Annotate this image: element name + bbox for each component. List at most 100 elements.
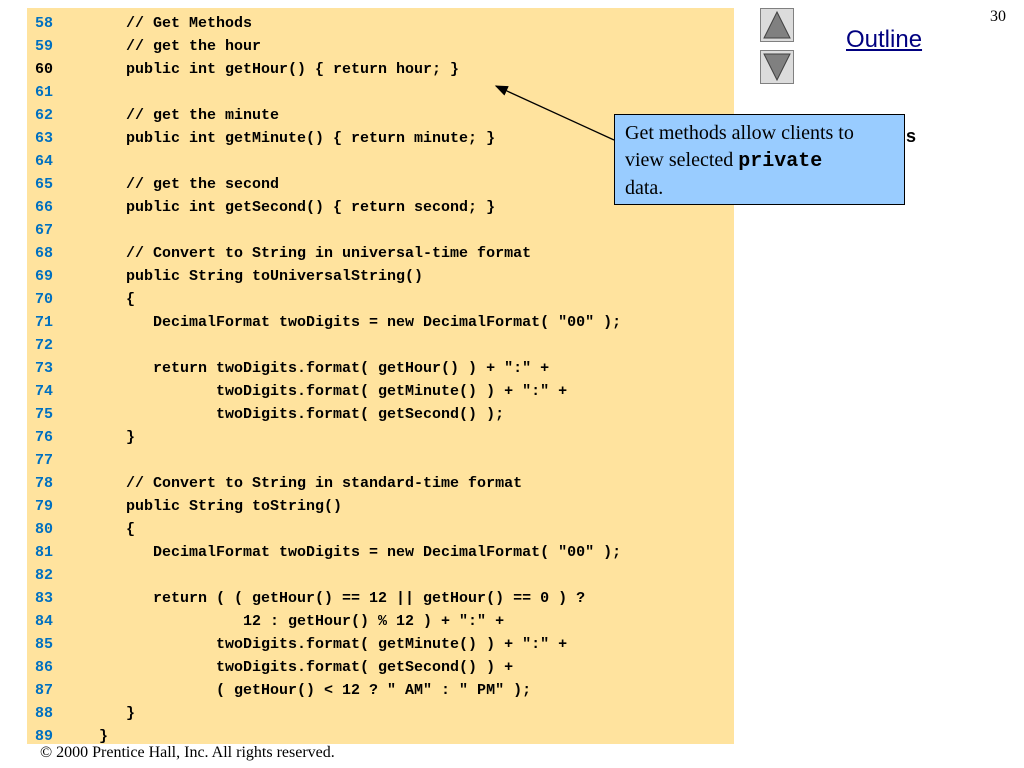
callout-keyword: private <box>738 150 823 173</box>
code-line: 61 <box>27 81 734 104</box>
code-line: 79 public String toString() <box>27 495 734 518</box>
code-text: // get the minute <box>99 107 280 124</box>
code-line: 69 public String toUniversalString() <box>27 265 734 288</box>
code-text: 12 : getHour() % 12 ) + ":" + <box>99 613 505 630</box>
code-line: 70 { <box>27 288 734 311</box>
line-number: 80 <box>35 521 54 538</box>
line-number: 85 <box>35 636 54 653</box>
line-number: 79 <box>35 498 54 515</box>
line-number: 59 <box>35 38 54 55</box>
code-line: 58 // Get Methods <box>27 12 734 35</box>
code-text: twoDigits.format( getSecond() ) + <box>99 659 514 676</box>
line-number: 72 <box>35 337 54 354</box>
code-line: 62 // get the minute <box>27 104 734 127</box>
line-number: 69 <box>35 268 54 285</box>
code-line: 76 } <box>27 426 734 449</box>
copyright-notice: © 2000 Prentice Hall, Inc. All rights re… <box>40 744 335 761</box>
code-line: 80 { <box>27 518 734 541</box>
next-slide-button[interactable] <box>760 50 794 84</box>
code-text: twoDigits.format( getMinute() ) + ":" + <box>99 383 568 400</box>
line-number: 86 <box>35 659 54 676</box>
code-text: ( getHour() < 12 ? " AM" : " PM" ); <box>99 682 532 699</box>
code-text: public int getHour() { return hour; } <box>99 61 460 78</box>
code-text: twoDigits.format( getSecond() ); <box>99 406 505 423</box>
code-line: 60 public int getHour() { return hour; } <box>27 58 734 81</box>
code-text: { <box>99 291 136 308</box>
line-number: 64 <box>35 153 54 170</box>
code-text: // Convert to String in universal-time f… <box>99 245 532 262</box>
code-line: 71 DecimalFormat twoDigits = new Decimal… <box>27 311 734 334</box>
code-line: 67 <box>27 219 734 242</box>
code-line: 82 <box>27 564 734 587</box>
code-line: 78 // Convert to String in standard-time… <box>27 472 734 495</box>
callout-text: Get methods allow clients to view select… <box>625 122 854 171</box>
line-number: 77 <box>35 452 54 469</box>
outline-link[interactable]: Outline <box>846 26 923 53</box>
code-text: public int getSecond() { return second; … <box>99 199 496 216</box>
code-text: } <box>99 728 109 745</box>
code-text: DecimalFormat twoDigits = new DecimalFor… <box>99 314 622 331</box>
page-number: 30 <box>990 8 1006 25</box>
code-line: 72 <box>27 334 734 357</box>
line-number: 89 <box>35 728 54 745</box>
code-text: } <box>99 429 136 446</box>
code-line: 68 // Convert to String in universal-tim… <box>27 242 734 265</box>
line-number: 61 <box>35 84 54 101</box>
code-line: 86 twoDigits.format( getSecond() ) + <box>27 656 734 679</box>
code-line: 89} <box>27 725 734 748</box>
code-line: 88 } <box>27 702 734 725</box>
code-text: // get the hour <box>99 38 262 55</box>
line-number: 87 <box>35 682 54 699</box>
code-line: 73 return twoDigits.format( getHour() ) … <box>27 357 734 380</box>
code-line: 65 // get the second <box>27 173 734 196</box>
triangle-up-icon <box>763 10 791 39</box>
code-line: 63 public int getMinute() { return minut… <box>27 127 734 150</box>
code-line: 77 <box>27 449 734 472</box>
code-text: return twoDigits.format( getHour() ) + "… <box>99 360 550 377</box>
code-line: 59 // get the hour <box>27 35 734 58</box>
code-text: public String toUniversalString() <box>99 268 424 285</box>
code-text: // Get Methods <box>99 15 253 32</box>
code-text: { <box>99 521 136 538</box>
line-number: 70 <box>35 291 54 308</box>
line-number: 63 <box>35 130 54 147</box>
code-line: 83 return ( ( getHour() == 12 || getHour… <box>27 587 734 610</box>
code-line: 75 twoDigits.format( getSecond() ); <box>27 403 734 426</box>
code-text: twoDigits.format( getMinute() ) + ":" + <box>99 636 568 653</box>
line-number: 73 <box>35 360 54 377</box>
code-text: DecimalFormat twoDigits = new DecimalFor… <box>99 544 622 561</box>
line-number: 58 <box>35 15 54 32</box>
code-text: // get the second <box>99 176 280 193</box>
line-number: 68 <box>35 245 54 262</box>
callout-box: Get methods allow clients to view select… <box>614 114 905 205</box>
code-text: // Convert to String in standard-time fo… <box>99 475 523 492</box>
line-number: 62 <box>35 107 54 124</box>
line-number: 71 <box>35 314 54 331</box>
previous-slide-button[interactable] <box>760 8 794 42</box>
line-number: 65 <box>35 176 54 193</box>
triangle-down-icon <box>763 53 791 82</box>
line-number: 60 <box>35 61 54 78</box>
line-number: 75 <box>35 406 54 423</box>
line-number: 81 <box>35 544 54 561</box>
callout-text-end: data. <box>625 177 664 199</box>
code-line: 87 ( getHour() < 12 ? " AM" : " PM" ); <box>27 679 734 702</box>
code-text: public String toString() <box>99 498 343 515</box>
code-line: 81 DecimalFormat twoDigits = new Decimal… <box>27 541 734 564</box>
line-number: 88 <box>35 705 54 722</box>
code-line: 85 twoDigits.format( getMinute() ) + ":"… <box>27 633 734 656</box>
code-line: 84 12 : getHour() % 12 ) + ":" + <box>27 610 734 633</box>
line-number: 76 <box>35 429 54 446</box>
line-number: 74 <box>35 383 54 400</box>
code-line: 74 twoDigits.format( getMinute() ) + ":"… <box>27 380 734 403</box>
code-text: } <box>99 705 136 722</box>
line-number: 84 <box>35 613 54 630</box>
line-number: 83 <box>35 590 54 607</box>
code-text: public int getMinute() { return minute; … <box>99 130 496 147</box>
code-text: return ( ( getHour() == 12 || getHour() … <box>99 590 586 607</box>
line-number: 66 <box>35 199 54 216</box>
line-number: 82 <box>35 567 54 584</box>
line-number: 67 <box>35 222 54 239</box>
